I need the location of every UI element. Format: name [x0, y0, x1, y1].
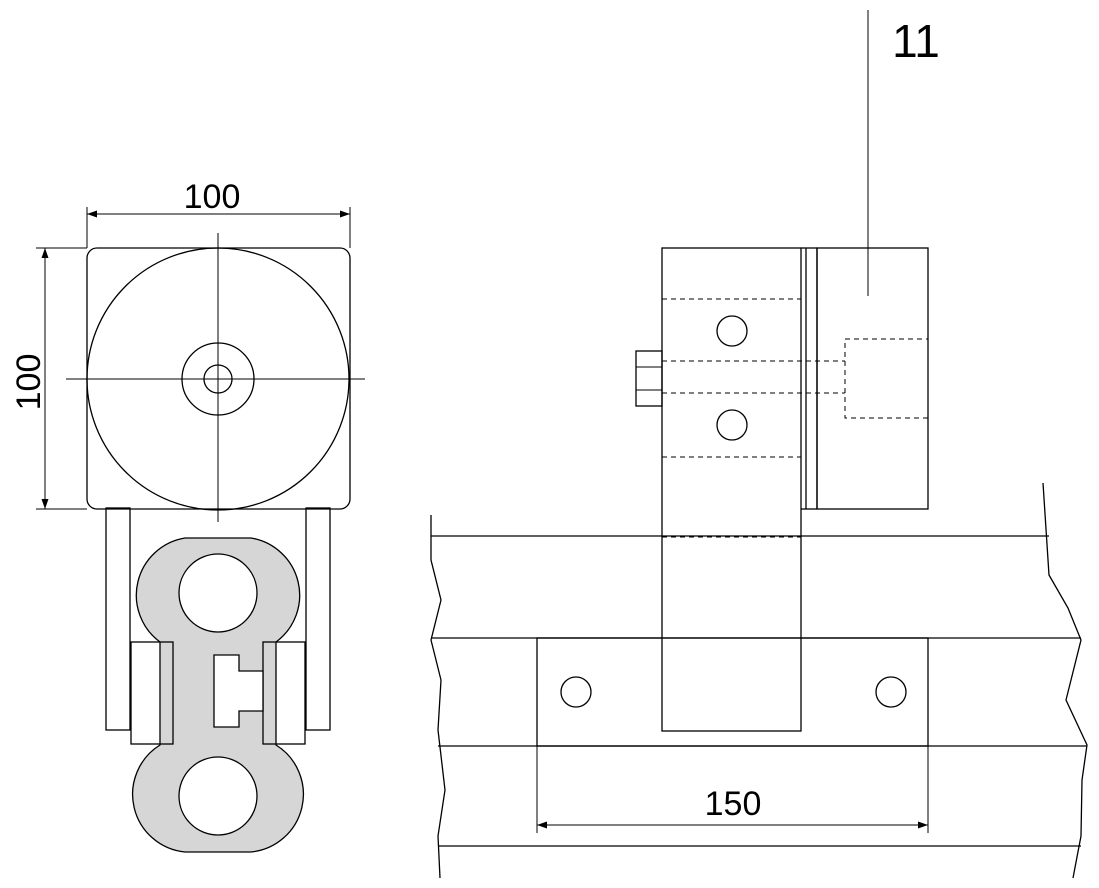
link-hole-bottom [178, 756, 258, 836]
dim-width-label: 100 [184, 178, 241, 216]
right-view: 11 150 [430, 10, 1088, 879]
side-plate-right [305, 507, 331, 731]
link-hole-top [178, 553, 258, 633]
bracket-body [661, 247, 802, 732]
break-line-left [430, 515, 446, 879]
t-slot [213, 654, 264, 728]
break-line-right [1042, 482, 1088, 879]
dim-150-label: 150 [705, 785, 762, 823]
callout-label: 11 [892, 15, 940, 67]
rail-hole-left [560, 676, 592, 708]
side-block-left [130, 641, 174, 745]
hidden-nut-pocket [844, 338, 929, 419]
bolt-head [635, 350, 663, 407]
side-plate-left [105, 507, 131, 731]
rail-plate [536, 637, 929, 747]
dim-height-label: 100 [10, 354, 48, 411]
bracket-hole-top [716, 315, 748, 347]
part-11-block [816, 247, 929, 510]
left-view: 100 100 [10, 178, 365, 853]
bracket-hole-bottom [716, 409, 748, 441]
rail-hole-right [875, 676, 907, 708]
